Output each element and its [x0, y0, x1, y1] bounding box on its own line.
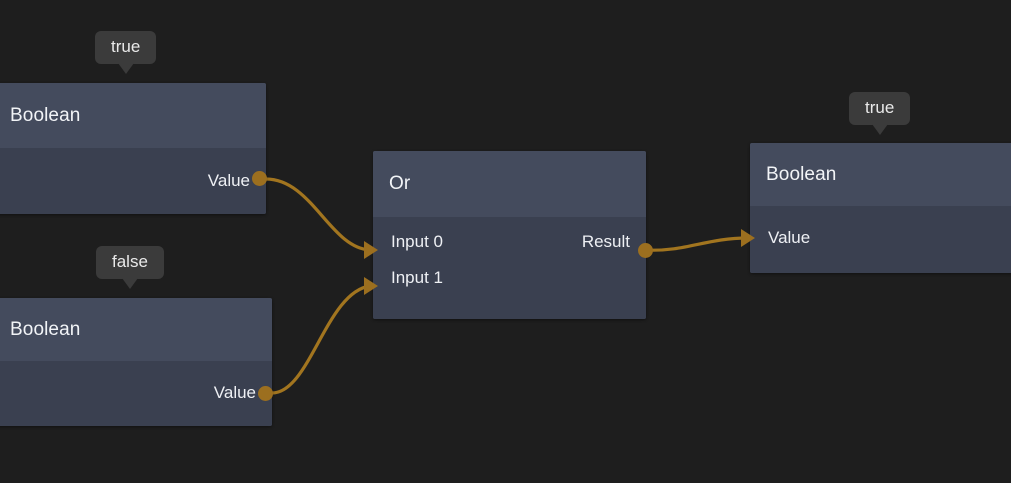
node-title: Boolean	[0, 298, 272, 361]
tooltip-bool-output: true	[849, 92, 911, 134]
output-port-label: Result	[581, 232, 630, 251]
node-title: Or	[373, 151, 646, 217]
output-socket-value[interactable]	[252, 171, 267, 186]
node-body: Value	[0, 361, 272, 426]
output-port-row[interactable]: Value	[214, 380, 256, 406]
node-title-label: Boolean	[10, 104, 81, 126]
output-port-label: Value	[213, 383, 256, 402]
tooltip-label: false	[112, 252, 148, 271]
node-body: Value	[0, 148, 266, 214]
node-body: Value	[750, 206, 1011, 273]
node-title-label: Or	[389, 173, 411, 194]
input-port-row[interactable]: Value	[768, 225, 810, 251]
tooltip-label: true	[865, 98, 895, 117]
input-port-row-0[interactable]: Input 0	[391, 229, 443, 255]
node-or[interactable]: Or Input 0 Input 1 Result	[364, 151, 653, 319]
input-socket-input-0[interactable]	[364, 241, 378, 259]
input-socket-value[interactable]	[741, 229, 755, 247]
edge-result-to-value	[644, 236, 750, 252]
input-port-label: Input 1	[391, 268, 443, 287]
tooltip-bool-input-1: false	[96, 246, 164, 288]
node-bool-output[interactable]: Boolean Value	[741, 143, 1011, 273]
node-title-label: Boolean	[766, 163, 837, 185]
node-body: Input 0 Input 1 Result	[373, 217, 646, 319]
edge-bool1-to-input1	[270, 284, 372, 395]
node-title: Boolean	[750, 143, 1011, 206]
node-title-label: Boolean	[10, 318, 81, 340]
node-bool-input-1[interactable]: Boolean Value	[0, 298, 273, 426]
output-port-row[interactable]: Result	[582, 229, 630, 255]
input-socket-input-1[interactable]	[364, 277, 378, 295]
edge-bool0-to-input0	[264, 177, 372, 252]
output-port-label: Value	[207, 171, 250, 190]
input-port-label: Input 0	[391, 232, 443, 251]
node-bool-input-0[interactable]: Boolean Value	[0, 83, 267, 214]
output-socket-value[interactable]	[258, 386, 273, 401]
tooltip-bool-input-0: true	[95, 31, 157, 73]
input-port-row-1[interactable]: Input 1	[391, 265, 443, 291]
output-socket-result[interactable]	[638, 243, 653, 258]
tooltip-label: true	[111, 37, 141, 56]
output-port-row[interactable]: Value	[208, 168, 250, 194]
node-title: Boolean	[0, 83, 266, 148]
input-port-label: Value	[768, 228, 811, 247]
